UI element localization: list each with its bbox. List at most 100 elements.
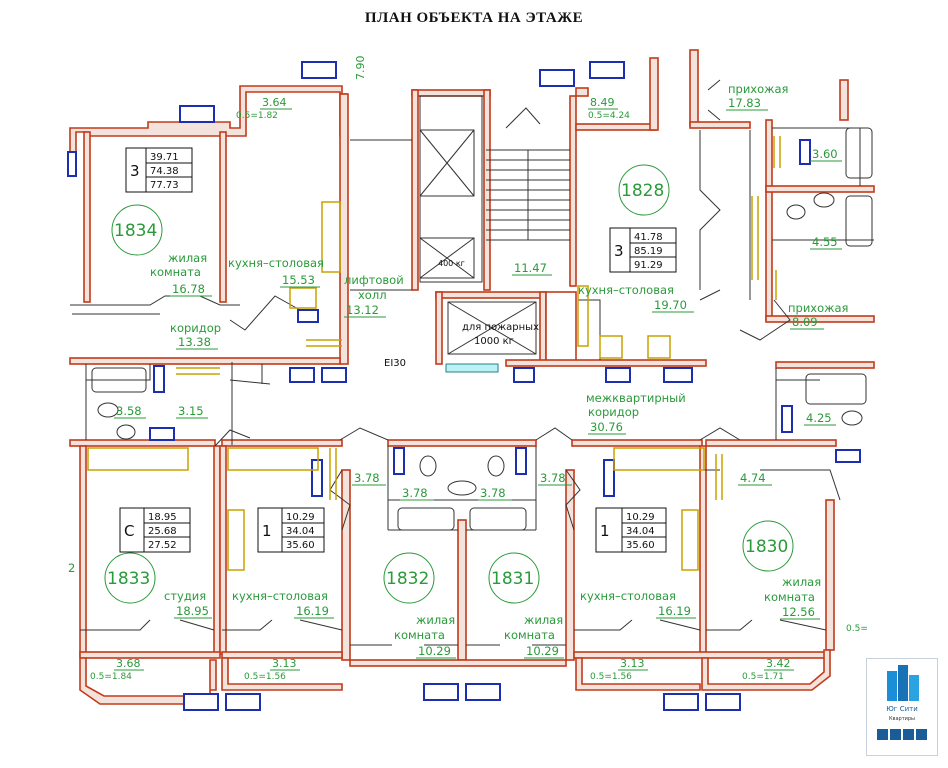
- apt-b-area-living: 10.29: [626, 512, 655, 523]
- room-label: коридор: [170, 321, 221, 335]
- room-area: 3.78: [354, 471, 380, 485]
- company-logo: Юг Сити Квартиры: [866, 658, 938, 756]
- room-area: 11.47: [514, 261, 547, 275]
- room-label: кухня–столовая: [232, 589, 328, 603]
- svg-text:0.5=1.82: 0.5=1.82: [236, 111, 278, 121]
- room-label: комната: [504, 628, 555, 642]
- room-label: кухня–столовая: [578, 283, 674, 297]
- room-area: 18.95: [176, 604, 209, 618]
- svg-text:3.64: 3.64: [262, 96, 287, 109]
- apt-1828-rooms: 3: [614, 242, 624, 260]
- windows: [67, 61, 861, 711]
- room-label: межквартирный: [586, 391, 686, 405]
- apt-number-1828: 1828: [621, 181, 664, 201]
- room-area: 3.58: [116, 404, 142, 418]
- room-labels: жилая комната 16.78 кухня–столовая 15.53…: [68, 82, 848, 659]
- apt-a-area-living: 10.29: [286, 512, 315, 523]
- walls: [69, 49, 875, 705]
- svg-text:3.13: 3.13: [620, 657, 645, 670]
- building-icon: Юг Сити Квартиры: [877, 665, 927, 740]
- svg-text:0.5=1.84: 0.5=1.84: [90, 672, 132, 682]
- apt-info-left-1room: 1 10.29 34.04 35.60: [257, 507, 325, 553]
- room-area: 15.53: [282, 273, 315, 287]
- room-area: 4.74: [740, 471, 766, 485]
- room-label: жилая: [416, 613, 455, 627]
- page-title: ПЛАН ОБЪЕКТА НА ЭТАЖЕ: [364, 10, 584, 26]
- apt-1833-area-total: 25.68: [148, 526, 177, 537]
- apt-a-rooms: 1: [262, 522, 272, 540]
- apt-1828-area-full: 91.29: [634, 260, 663, 271]
- room-area: 13.38: [178, 335, 211, 349]
- room-area: 10.29: [526, 644, 559, 658]
- svg-text:3.42: 3.42: [766, 657, 791, 670]
- room-label: прихожая: [728, 82, 788, 96]
- room-area: 16.19: [658, 604, 691, 618]
- room-area: 19.70: [654, 298, 687, 312]
- lift-caption: для пожарных: [462, 322, 539, 333]
- apt-1834-area-total: 74.38: [150, 166, 179, 177]
- sanitary: [91, 127, 873, 531]
- apt-info-1828: 3 41.78 85.19 91.29: [609, 227, 677, 273]
- apt-1833-area-living: 18.95: [148, 512, 177, 523]
- room-area: 16.78: [172, 282, 205, 296]
- room-area: 3.15: [178, 404, 204, 418]
- room-label: студия: [164, 589, 206, 603]
- apt-number-1832: 1832: [386, 569, 429, 589]
- room-area: 3.60: [812, 147, 838, 161]
- apt-number-1831: 1831: [491, 569, 534, 589]
- apt-1828-area-total: 85.19: [634, 246, 663, 257]
- svg-text:8.49: 8.49: [590, 96, 615, 109]
- balcony-labels: 3.64 0.5=1.82 8.49 0.5=4.24 3.68 0.5=1.8…: [90, 96, 868, 682]
- apt-number-1834: 1834: [114, 221, 157, 241]
- svg-text:Юг Сити: Юг Сити: [886, 705, 918, 713]
- furniture: [87, 136, 781, 571]
- room-label: коридор: [588, 405, 639, 419]
- top-mark: 7.90: [354, 56, 367, 81]
- svg-text:0.5=: 0.5=: [846, 624, 868, 634]
- lift-call-strip: [445, 363, 499, 373]
- apt-1834-area-full: 77.73: [150, 180, 179, 191]
- svg-text:Квартиры: Квартиры: [889, 716, 915, 722]
- room-label: комната: [150, 265, 201, 279]
- apt-1833-area-full: 27.52: [148, 540, 177, 551]
- apt-info-right-1room: 1 10.29 34.04 35.60: [595, 507, 667, 553]
- apt-1834-area-living: 39.71: [150, 152, 179, 163]
- apt-b-rooms: 1: [600, 522, 610, 540]
- apt-b-area-full: 35.60: [626, 540, 655, 551]
- room-label: прихожая: [788, 301, 848, 315]
- room-label: холл: [358, 288, 387, 302]
- lift-capacity: 1000 кг: [474, 336, 514, 347]
- room-area: 30.76: [590, 420, 623, 434]
- svg-text:0.5=4.24: 0.5=4.24: [588, 111, 630, 121]
- room-area: 3.78: [480, 486, 506, 500]
- small-lift-capacity: 400 кг: [438, 259, 465, 268]
- apt-info-1834: 3 39.71 74.38 77.73: [125, 147, 193, 193]
- room-area: 4.55: [812, 235, 838, 249]
- room-label: лифтовой: [344, 273, 404, 287]
- room-area: 17.83: [728, 96, 761, 110]
- room-label: кухня–столовая: [228, 256, 324, 270]
- apt-number-1833: 1833: [107, 569, 150, 589]
- svg-text:0.5=1.56: 0.5=1.56: [244, 672, 286, 682]
- room-area: 3.78: [402, 486, 428, 500]
- apt-a-area-total: 34.04: [286, 526, 315, 537]
- svg-text:0.5=1.71: 0.5=1.71: [742, 672, 784, 682]
- apt-1828-area-living: 41.78: [634, 232, 663, 243]
- room-area: 8.09: [792, 315, 818, 329]
- apt-number-circles: [104, 164, 794, 604]
- apt-1833-rooms: С: [124, 522, 134, 540]
- room-label: жилая: [782, 575, 821, 589]
- room-label: комната: [764, 590, 815, 604]
- fire-rating: EI30: [384, 358, 406, 369]
- apt-info-1833: С 18.95 25.68 27.52: [119, 507, 191, 553]
- room-label: жилая: [524, 613, 563, 627]
- apt-number-1830: 1830: [745, 537, 788, 557]
- room-area: 10.29: [418, 644, 451, 658]
- room-area: 12.56: [782, 605, 815, 619]
- room-area: 3.78: [540, 471, 566, 485]
- svg-text:3.13: 3.13: [272, 657, 297, 670]
- room-label: кухня–столовая: [580, 589, 676, 603]
- room-area: 16.19: [296, 604, 329, 618]
- svg-text:3.68: 3.68: [116, 657, 141, 670]
